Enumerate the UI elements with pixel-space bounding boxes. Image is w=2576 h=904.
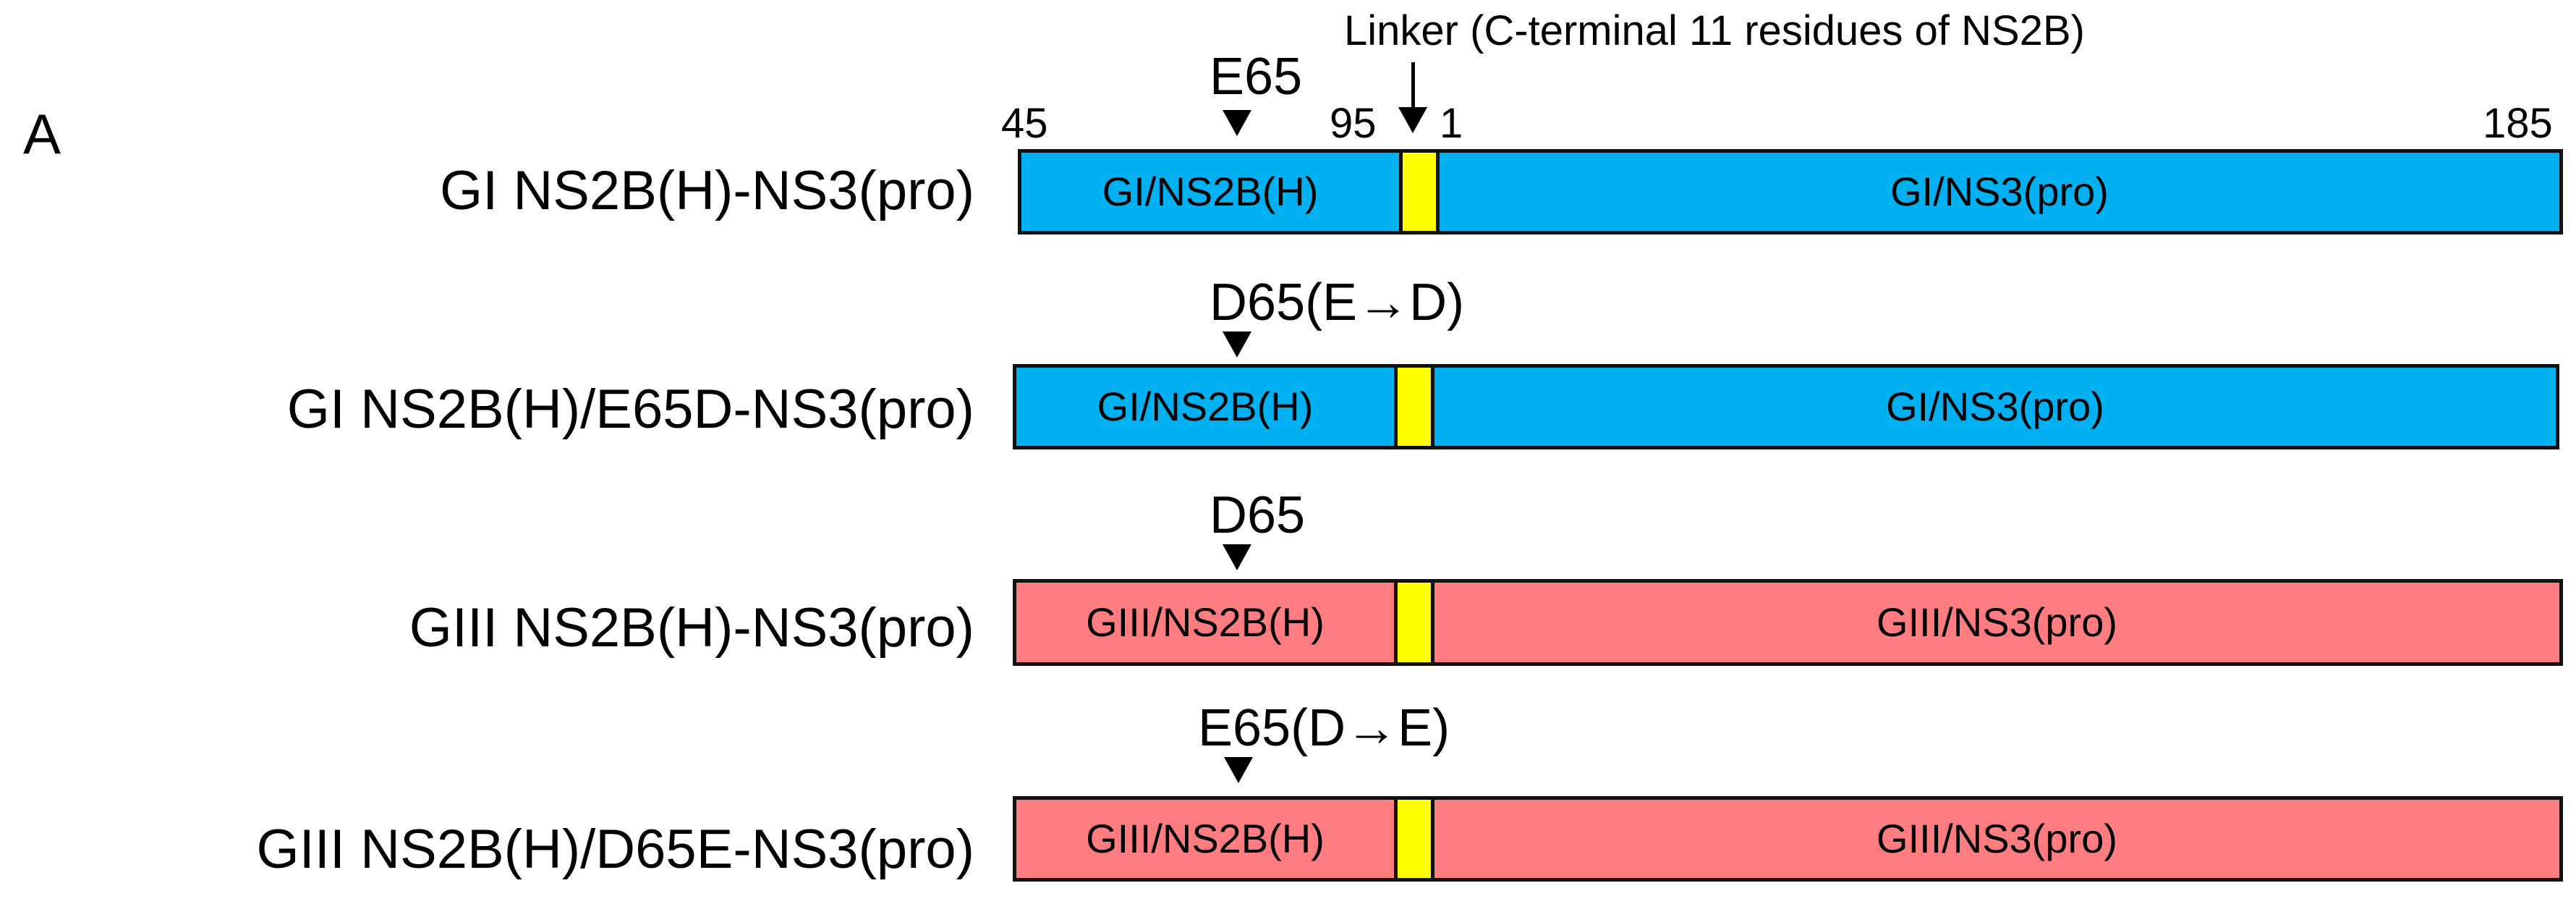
ns2b-segment: GI/NS2B(H) [1016, 368, 1394, 446]
linker-segment [1394, 583, 1434, 662]
construct-bar: GIII/NS2B(H) GIII/NS3(pro) [1013, 579, 2563, 666]
mutation-marker [1223, 110, 1251, 136]
mutation-marker [1223, 331, 1251, 358]
linker-segment [1399, 153, 1440, 231]
mutation-label: E65(D→E) [1198, 699, 1450, 757]
construct-name: GIII NS2B(H)/D65E-NS3(pro) [256, 819, 974, 880]
ns2b-segment: GIII/NS2B(H) [1016, 583, 1394, 662]
linker-arrow-shaft [1411, 62, 1415, 107]
mutation-marker [1223, 544, 1251, 570]
construct-bar: GIII/NS2B(H) GIII/NS3(pro) [1013, 796, 2563, 882]
construct-bar: GI/NS2B(H) GI/NS3(pro) [1013, 364, 2559, 449]
mutation-label: D65 [1210, 486, 1306, 544]
linker-segment [1394, 800, 1434, 878]
linker-label: Linker (C-terminal 11 residues of NS2B) [1344, 7, 2085, 54]
ns2b-segment: GI/NS2B(H) [1021, 153, 1399, 231]
mutation-label: D65(E→D) [1210, 274, 1465, 331]
panel-label: A [23, 102, 61, 166]
pos-ns2b-start: 45 [1001, 100, 1048, 147]
construct-name: GI NS2B(H)-NS3(pro) [440, 160, 974, 221]
mutation-marker [1224, 757, 1253, 783]
ns2b-segment: GIII/NS2B(H) [1016, 800, 1394, 878]
ns3-segment: GIII/NS3(pro) [1434, 583, 2559, 662]
ns3-segment: GI/NS3(pro) [1440, 153, 2559, 231]
construct-name: GIII NS2B(H)-NS3(pro) [409, 597, 974, 659]
linker-segment [1394, 368, 1434, 446]
mutation-label: E65 [1210, 48, 1303, 106]
ns3-segment: GI/NS3(pro) [1434, 368, 2556, 446]
construct-bar: GI/NS2B(H) GI/NS3(pro) [1018, 149, 2563, 235]
linker-arrow-head [1398, 107, 1427, 133]
pos-ns3-start: 1 [1440, 100, 1463, 147]
construct-name: GI NS2B(H)/E65D-NS3(pro) [286, 379, 974, 440]
ns3-segment: GIII/NS3(pro) [1434, 800, 2559, 878]
pos-ns3-end: 185 [2483, 100, 2553, 147]
pos-ns2b-end: 95 [1330, 100, 1377, 147]
